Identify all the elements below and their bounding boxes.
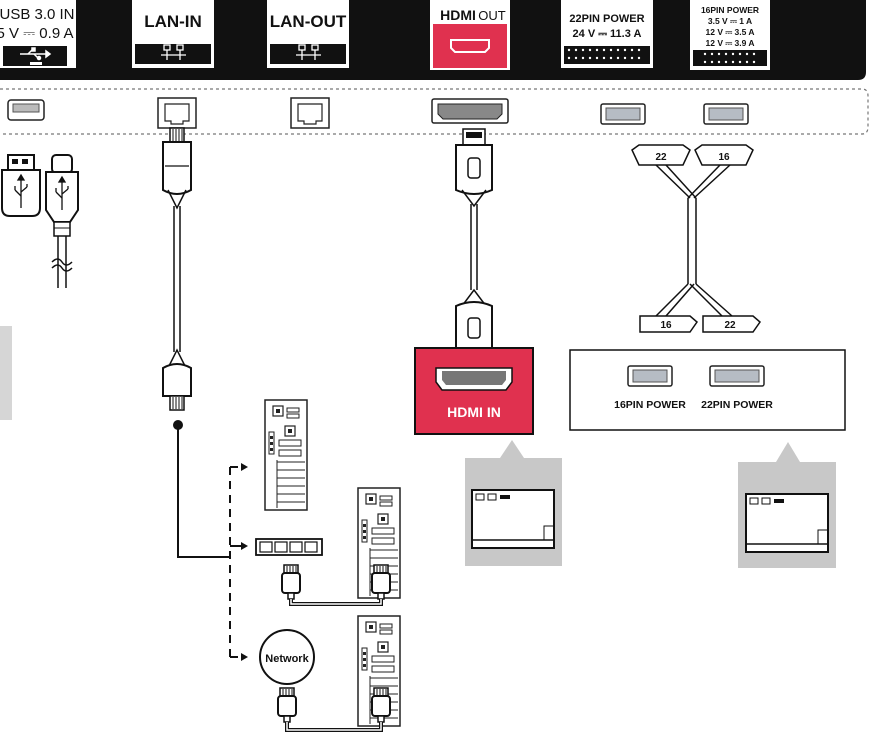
network-cable: [277, 687, 391, 732]
pin-connector-icon: [703, 52, 756, 64]
hdmi-logo: HDMI: [440, 7, 476, 23]
usb-icon: [55, 175, 69, 210]
cable-end-top-left: 22: [655, 152, 667, 163]
pin-connector-icon: [627, 365, 673, 387]
lan-in-port-label: LAN-IN: [132, 0, 214, 68]
pin22-label-line2: 24 V ⎓ 11.3 A: [573, 28, 642, 40]
hdmi-port-icon: [450, 39, 490, 53]
lan-out-port-label: LAN-OUT: [267, 0, 349, 68]
usb-label-line1: USB 3.0 IN: [0, 6, 75, 23]
power-panel: 16PIN POWER 22PIN POWER: [569, 349, 846, 431]
pin-connector-icon: [567, 48, 641, 60]
network-label: Network: [265, 653, 309, 665]
rj45-plug-icon: [371, 687, 391, 723]
power-y-cable: 22 16 16 22: [631, 144, 762, 333]
lan-in-label: LAN-IN: [144, 12, 202, 31]
pin16-label-line3: 12 V ⎓ 3.5 A: [706, 27, 755, 37]
computer-tower-icon: [264, 399, 308, 511]
panel-label-22pin: 22PIN POWER: [701, 399, 773, 411]
usb-label-line2: 5 V ⎓ 0.9 A: [0, 25, 74, 42]
pin22-port-label: 22PIN POWER 24 V ⎓ 11.3 A: [561, 0, 653, 68]
pin22-label-line1: 22PIN POWER: [569, 13, 644, 25]
switch-cable: [281, 564, 391, 606]
device-callout-hdmi: [465, 440, 562, 566]
rj45-plug-icon: [281, 564, 301, 600]
cable-end-bottom-left: 16: [660, 320, 672, 331]
usb-icon: [20, 47, 52, 65]
usb-plug-c: [45, 154, 79, 288]
cable-end-bottom-right: 22: [724, 320, 736, 331]
side-bar: [0, 326, 12, 420]
pin16-port: [703, 103, 749, 125]
usb-icon: [14, 173, 28, 208]
lan-out-label: LAN-OUT: [270, 12, 347, 31]
hdmi-in-box: HDMI IN: [414, 347, 534, 435]
usb-port: [7, 99, 45, 121]
hdmi-out-port-label: HDMI OUT: [430, 0, 510, 70]
network-cloud: Network: [259, 629, 315, 685]
panel-label-16pin: 16PIN POWER: [614, 399, 686, 411]
hdmi-in-label: HDMI IN: [447, 404, 501, 420]
hdmi-out-port: [431, 98, 509, 124]
lan-out-port: [290, 97, 330, 129]
pin22-port: [600, 103, 646, 125]
network-switch-icon: [255, 538, 323, 556]
device-callout-power: [738, 442, 836, 568]
lan-in-port: [157, 97, 197, 129]
usb-port-label: USB 3.0 IN 5 V ⎓ 0.9 A: [0, 0, 76, 68]
lan-cable: [162, 127, 192, 411]
lan-icon: [296, 44, 321, 60]
pin16-label-line4: 12 V ⎓ 3.9 A: [706, 38, 755, 48]
hdmi-out-suffix: OUT: [478, 8, 506, 23]
hdmi-cable: [455, 128, 493, 361]
pin16-label-line2: 3.5 V ⎓ 1 A: [708, 16, 752, 26]
usb-plug-a: [1, 154, 41, 217]
lan-icon: [161, 44, 186, 60]
port-row-outline: [0, 88, 869, 135]
pin16-port-label: 16PIN POWER 3.5 V ⎓ 1 A 12 V ⎓ 3.5 A 12 …: [690, 0, 770, 70]
cable-end-top-right: 16: [718, 152, 730, 163]
network-wiring: [173, 420, 248, 661]
rj45-plug-icon: [371, 564, 391, 600]
rj45-plug-icon: [277, 687, 297, 723]
pin16-label-line1: 16PIN POWER: [701, 5, 759, 15]
